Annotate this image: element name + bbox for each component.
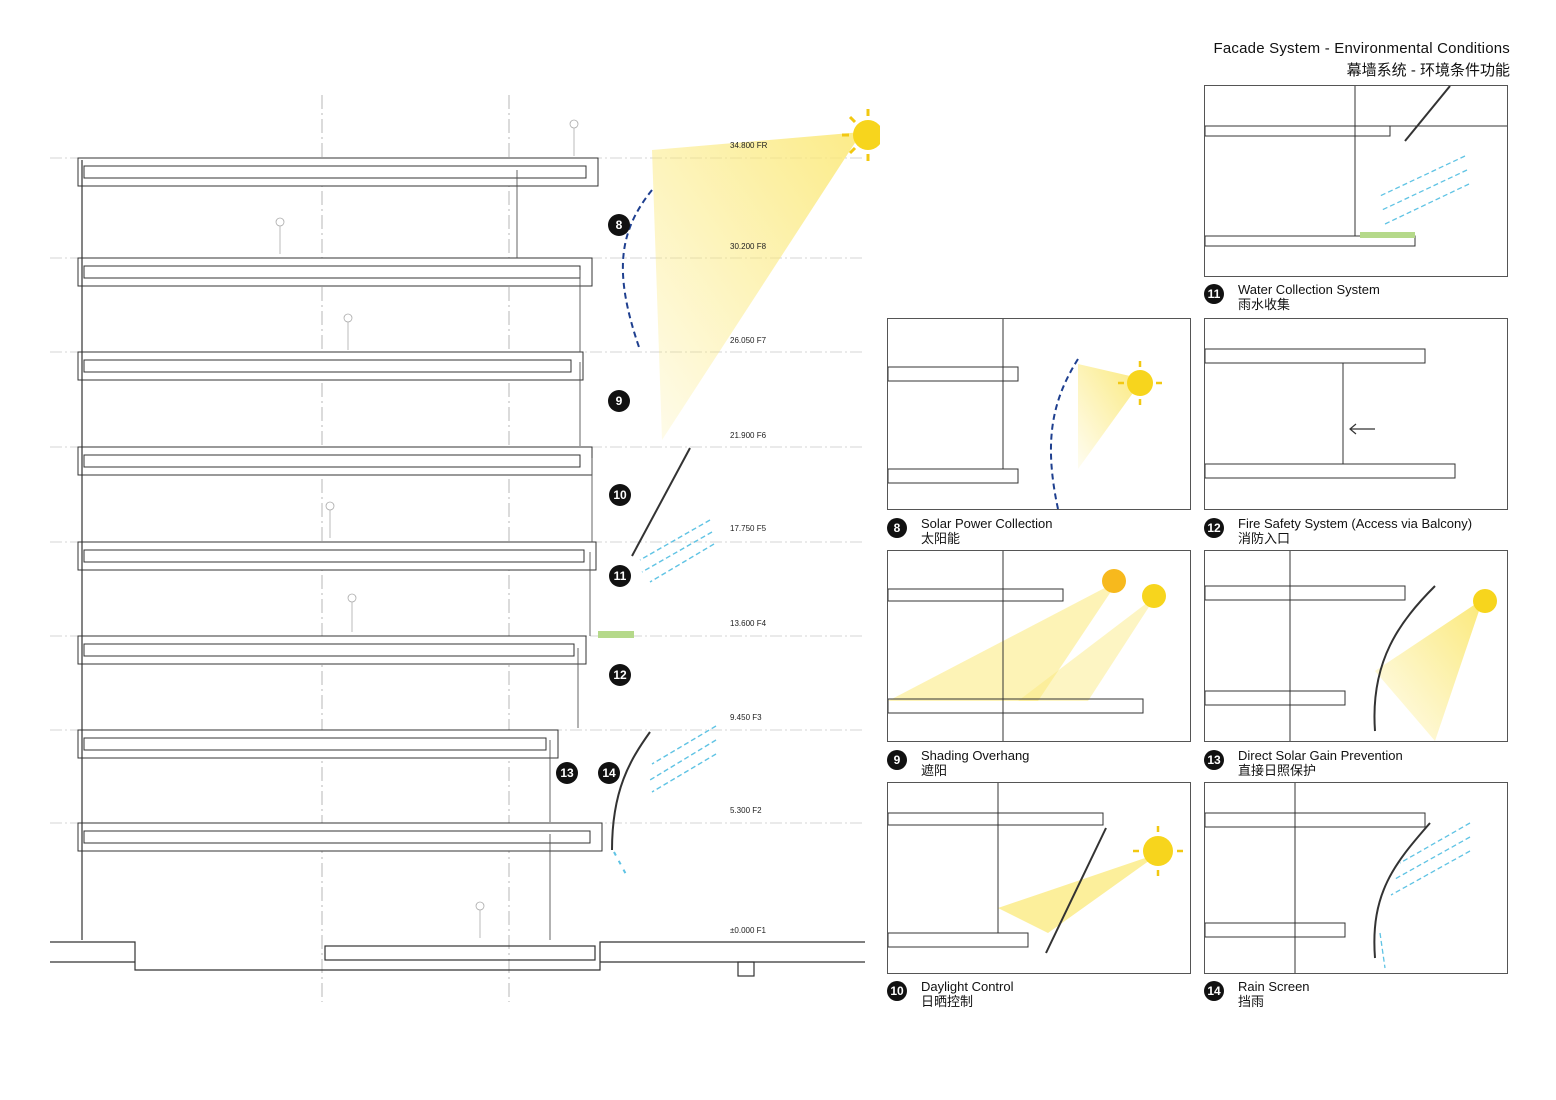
slab-ceiling: [83, 830, 591, 844]
marker-10: 10: [609, 484, 631, 506]
level-tag: 26.050 F7: [730, 336, 767, 345]
level-tag: 9.450 F3: [730, 713, 762, 722]
detail-drawing: [1205, 551, 1497, 741]
marker-9: 9: [608, 390, 630, 412]
detail-panel-solar-gain: [1204, 550, 1508, 742]
level-tag: 13.600 F4: [730, 619, 767, 628]
level-tag: 17.750 F5: [730, 524, 767, 533]
level-tag: ±0.000 F1: [730, 926, 766, 935]
detail-panel-solar-power: [887, 318, 1191, 510]
detail-drawing: [1205, 86, 1507, 247]
marker-11: 11: [609, 565, 631, 587]
detail-drawing: [1205, 783, 1471, 973]
marker-14: 14: [598, 762, 620, 784]
marker-13: 13: [556, 762, 578, 784]
rain-streaks: [639, 519, 717, 793]
slab-ceiling: [83, 265, 581, 279]
slab-ceiling: [83, 454, 581, 468]
detail-panel-fire-safety: [1204, 318, 1508, 510]
level-tag: 34.800 FR: [730, 141, 768, 150]
title-english: Facade System - Environmental Conditions: [1213, 40, 1510, 57]
detail-drawing: [888, 319, 1162, 509]
detail-drawing: [1205, 348, 1456, 479]
slab-ceiling: [83, 737, 547, 751]
solar-panel-arc: [621, 189, 653, 351]
detail-drawing: [888, 551, 1166, 741]
detail-drawing: [888, 783, 1183, 954]
sun-icon: [842, 109, 880, 161]
slab-ceiling: [83, 165, 587, 179]
detail-panel-daylight: [887, 782, 1191, 974]
level-tag: 30.200 F8: [730, 242, 767, 251]
detail-panel-rain-screen: [1204, 782, 1508, 974]
slab-ceiling: [83, 643, 575, 657]
detail-panel-shading: [887, 550, 1191, 742]
drawing-title: Facade System - Environmental Conditions…: [1214, 40, 1510, 80]
slab-ceiling: [83, 549, 585, 563]
detail-panel-water-collection: [1204, 85, 1508, 277]
building-section-drawing: [50, 95, 880, 1002]
slab-ceiling: [83, 359, 572, 373]
level-tag: 5.300 F2: [730, 806, 762, 815]
level-tag: 21.900 F6: [730, 431, 767, 440]
arrow-left-icon: [1349, 423, 1375, 435]
marker-8: 8: [608, 214, 630, 236]
marker-12: 12: [609, 664, 631, 686]
title-chinese: 幕墙系统 - 环境条件功能: [1346, 62, 1510, 79]
